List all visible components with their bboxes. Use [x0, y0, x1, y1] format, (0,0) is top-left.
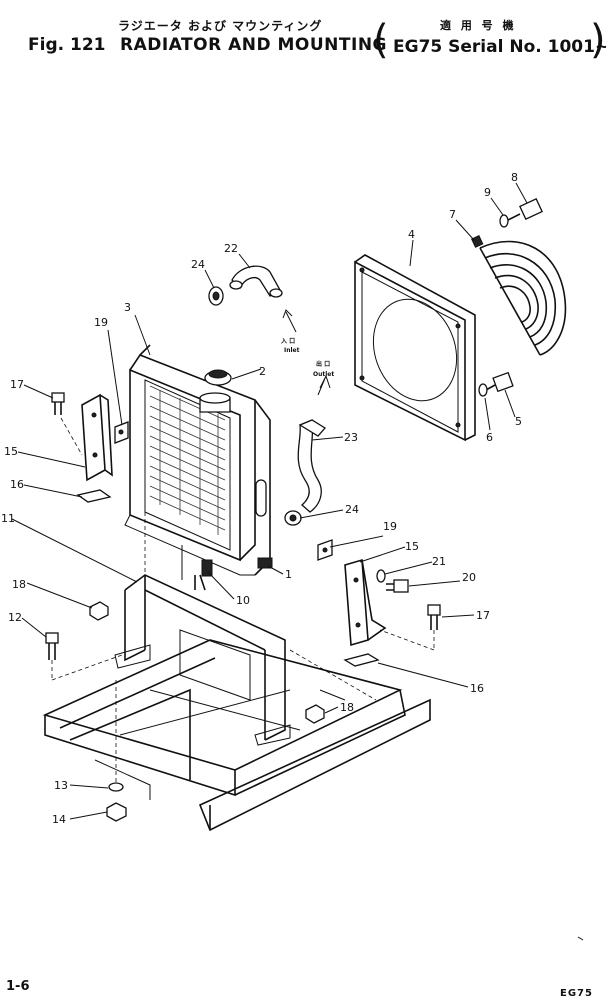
radiator-core: [124, 344, 273, 576]
callout-10: 10: [236, 594, 250, 607]
callout-13: 13: [54, 779, 68, 792]
nut-18-left: [89, 601, 109, 621]
outlet-label-jp: 出 口: [316, 360, 330, 368]
callout-2: 2: [259, 365, 266, 378]
washer-6: [478, 383, 488, 397]
callout-1: 1: [285, 568, 292, 581]
callout-20: 20: [462, 571, 476, 584]
callout-15-left: 15: [4, 445, 18, 458]
corner-mark: [577, 936, 584, 941]
right-parenthesis: ): [590, 17, 606, 63]
fan-shroud: [354, 254, 476, 442]
bracket-left: [81, 393, 113, 482]
nut-18-right: [305, 704, 325, 724]
leader-lines: [11, 182, 528, 820]
callout-18-left: 18: [12, 578, 26, 591]
lower-hose: [297, 419, 326, 513]
spacer-7: [471, 235, 484, 248]
callout-12: 12: [8, 611, 22, 624]
bolt-5: [485, 371, 514, 393]
hose-clamp-lower: [284, 510, 302, 526]
base-frame: [42, 629, 431, 832]
bracket-right: [344, 558, 387, 647]
callout-7: 7: [449, 208, 456, 221]
callout-5: 5: [515, 415, 522, 428]
bolt-17-left: [51, 392, 65, 415]
bolt-17-right: [427, 604, 441, 630]
callout-15-right: 15: [405, 540, 419, 553]
callout-24-upper: 24: [191, 258, 205, 271]
washer-9: [499, 214, 509, 228]
figure-title: RADIATOR AND MOUNTING: [120, 35, 387, 55]
callout-23: 23: [344, 431, 358, 444]
washer-21: [376, 569, 386, 583]
figure-number: Fig. 121: [28, 35, 106, 55]
upper-hose: [229, 265, 283, 298]
callout-21: 21: [432, 555, 446, 568]
applicability-japanese: 適 用 号 機: [440, 19, 517, 32]
plate-16-right: [343, 653, 380, 667]
callout-19-right: 19: [383, 520, 397, 533]
washer-13: [108, 782, 124, 792]
inlet-arrowhead: [282, 309, 293, 319]
callout-17-left: 17: [10, 378, 24, 391]
callout-19-left: 19: [94, 316, 108, 329]
outlet-arrow: [317, 374, 331, 396]
bolt-20: [386, 579, 409, 593]
footer-model: EG75: [560, 988, 593, 999]
callout-4: 4: [408, 228, 415, 241]
bolt-12: [45, 632, 59, 660]
nut-14: [106, 802, 127, 822]
hose-clamp-upper: [208, 286, 224, 306]
inlet-arrow: [285, 311, 297, 333]
outlet-label-en: Outlet: [313, 371, 334, 378]
pad-19-right: [317, 539, 333, 561]
callout-8: 8: [511, 171, 518, 184]
fan-guard: [479, 240, 567, 356]
callout-16-left: 16: [10, 478, 24, 491]
title-japanese: ラジエータ および マウンティング: [118, 19, 323, 33]
page-number: 1-6: [6, 979, 30, 994]
inlet-label-jp: 入 口: [280, 338, 295, 345]
radiator-cap: [199, 369, 232, 413]
callout-3: 3: [124, 301, 131, 314]
callout-16-right: 16: [470, 682, 484, 695]
callout-24-lower: 24: [345, 503, 359, 516]
support-frame: [114, 574, 291, 746]
inlet-label-en: Inlet: [284, 347, 300, 354]
callout-14: 14: [52, 813, 66, 826]
callout-11: 11: [1, 512, 15, 525]
assembly-guides: [51, 417, 435, 785]
model-serial-range: EG75 Serial No. 1001~: [393, 37, 606, 57]
callout-18-right: 18: [340, 701, 354, 714]
callout-6: 6: [486, 431, 493, 444]
callout-9: 9: [484, 186, 491, 199]
bolt-8: [507, 197, 543, 221]
plate-16-left: [76, 489, 112, 503]
left-parenthesis: (: [373, 17, 389, 63]
pad-19-left: [114, 421, 129, 444]
callout-17-right: 17: [476, 609, 490, 622]
drain-cock: [181, 545, 213, 591]
callout-22: 22: [224, 242, 238, 255]
